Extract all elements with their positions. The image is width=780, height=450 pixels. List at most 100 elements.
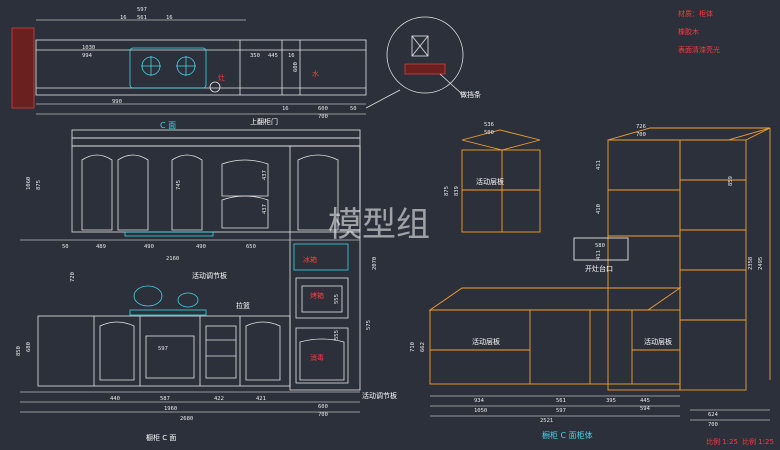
dim: 437 [262, 204, 268, 214]
dim: 16 [120, 15, 127, 21]
dim: 350 [250, 53, 260, 59]
front-elevation [20, 129, 361, 413]
tall-cabinet [289, 145, 361, 391]
dim: 700 [318, 412, 328, 418]
dim: 662 [420, 342, 426, 352]
dim: 1960 [164, 406, 177, 412]
dim: 1030 [82, 45, 95, 51]
trim-detail [365, 16, 464, 109]
front-view-marker: C 面 [160, 121, 176, 130]
dim: 437 [262, 170, 268, 180]
dim: 990 [112, 99, 122, 105]
trim-strip-label: 做挡条 [460, 90, 481, 99]
dim: 875 [36, 180, 42, 190]
dim: 1060 [26, 177, 32, 190]
movable-shelf-1-label: 活动层板 [476, 177, 504, 186]
watermark: 模型组 [328, 205, 430, 245]
dim: 16 [288, 53, 295, 59]
dim: 680 [26, 342, 32, 352]
dim: 720 [70, 272, 76, 282]
plan-countertop [35, 39, 367, 96]
dim: 597 [137, 7, 147, 13]
movable-shelf-3-label: 活动层板 [644, 337, 672, 346]
dim: 489 [96, 244, 106, 250]
appliance-slot [293, 243, 349, 271]
plan-view [11, 19, 367, 115]
stove-cutout-box [573, 237, 629, 261]
dim: 555 [334, 330, 340, 340]
dim: 650 [246, 244, 256, 250]
basket [205, 325, 237, 379]
dim: 50 [350, 106, 357, 112]
movable-shelf-2-label: 活动层板 [472, 337, 500, 346]
lower-cabinets [37, 315, 291, 387]
dim: 580 [595, 243, 605, 249]
dim: 859 [728, 176, 734, 186]
dim: 839 [454, 186, 460, 196]
stove-cutout-label: 开灶台口 [585, 264, 613, 273]
plan-note: 灶 [218, 73, 225, 82]
cooktop [129, 309, 207, 316]
tall-unit-right [607, 127, 771, 391]
dim: 624 [708, 412, 719, 418]
dim: 50 [62, 244, 69, 250]
dim: 2680 [180, 416, 193, 422]
dim: 422 [214, 396, 224, 402]
dim: 875 [444, 186, 450, 196]
scale-right: 比例 1:25 [742, 437, 774, 446]
dim: 700 [636, 132, 646, 138]
dim: 600 [318, 404, 328, 410]
scale-left: 比例 1:25 [706, 437, 738, 446]
plan-note: 水 [312, 69, 319, 78]
dim: 710 [410, 342, 416, 352]
material-wood: 橡胶木 [678, 27, 699, 36]
lower-note: 消毒 [310, 353, 324, 362]
dim: 16 [282, 106, 289, 112]
dim: 597 [556, 408, 566, 414]
dim: 2495 [758, 257, 764, 270]
dim: 600 [293, 62, 299, 72]
dim: 850 [16, 346, 22, 356]
plan-stove [129, 47, 207, 89]
dim: 600 [318, 106, 328, 112]
dim: 2160 [166, 256, 179, 262]
dim: 2358 [748, 257, 754, 270]
dim: 745 [176, 180, 182, 190]
dim: 490 [196, 244, 206, 250]
oven [295, 277, 349, 319]
adjust-panel-bottom-label: 活动调节板 [362, 391, 397, 400]
dim: 395 [606, 398, 616, 404]
plan-sink-circle [209, 81, 221, 93]
upper-door-label: 上翻柜门 [250, 117, 278, 126]
dim: 490 [144, 244, 154, 250]
dim: 597 [158, 346, 168, 352]
body-caption: 橱柜 C 面柜体 [542, 430, 593, 440]
dim: 594 [640, 406, 651, 412]
dim: 500 [484, 130, 494, 136]
dim: 536 [484, 122, 494, 128]
dim: 445 [268, 53, 278, 59]
pot-left [133, 285, 163, 307]
dim: 440 [110, 396, 120, 402]
material-label: 材质：柜体 [678, 9, 713, 18]
wall-unit-left [461, 129, 541, 233]
dim: 2070 [372, 257, 378, 270]
adjust-panel-top-label: 活动调节板 [192, 271, 227, 280]
dim: 994 [82, 53, 93, 59]
dim: 421 [256, 396, 266, 402]
steriliser [295, 327, 349, 384]
dim: 726 [636, 124, 646, 130]
upper-doors [81, 154, 339, 231]
dim: 16 [166, 15, 173, 21]
dim: 445 [640, 398, 650, 404]
dim: 411 [596, 160, 602, 170]
material-finish: 表面清漆亮光 [678, 45, 720, 54]
dim: 561 [556, 398, 566, 404]
dim: 411 [596, 250, 602, 260]
dim: 1050 [474, 408, 487, 414]
dim: 934 [474, 398, 485, 404]
pot-right [177, 292, 199, 308]
dim: 587 [160, 396, 170, 402]
front-caption: 橱柜 C 面 [146, 433, 176, 442]
